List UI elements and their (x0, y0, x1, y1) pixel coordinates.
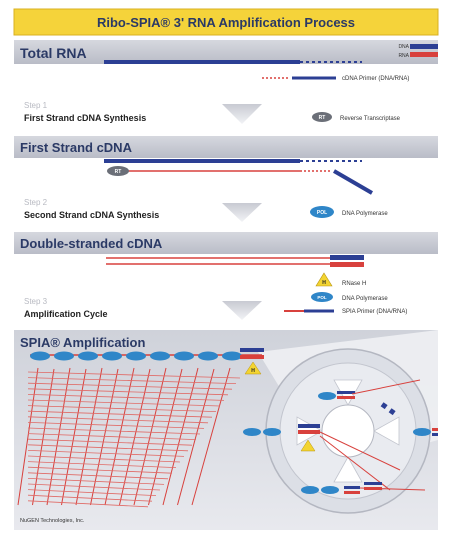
polymerase-icon (30, 351, 50, 361)
polymerase-2-badge: POL (317, 295, 327, 300)
amplicon-strand (27, 405, 217, 412)
legend-dna-swatch (410, 44, 438, 49)
page-title: Ribo-SPIA® 3' RNA Amplification Process (97, 15, 355, 30)
first-strand-primer-tail (332, 169, 374, 195)
amplicon-fan (17, 367, 241, 508)
polymerase-icon (126, 351, 146, 361)
amplicon-strand (27, 478, 165, 485)
amplicon-strand (27, 494, 153, 502)
polymerase-icon (174, 351, 194, 361)
rt-on-strand-badge: RT (115, 169, 122, 175)
spia-primer-label: SPIA Primer (DNA/RNA) (342, 309, 407, 315)
polymerase-icon (54, 351, 74, 361)
amplicon-strand (133, 367, 167, 506)
polymerase-2-icon (311, 292, 333, 302)
polymerase-label: DNA Polymerase (342, 211, 388, 217)
amplicon-strand (27, 466, 173, 474)
step-3-label: Step 3 (24, 297, 48, 306)
amplicon-strand (27, 394, 225, 401)
amplicon-strand (46, 367, 71, 506)
step-2-label: Step 2 (24, 198, 48, 207)
step-1-label: Step 1 (24, 101, 48, 110)
wheel-molecules (243, 379, 438, 494)
amplicon-strand (27, 410, 213, 418)
section-title-first-strand: First Strand cDNA (20, 140, 133, 155)
spia-template-end-bottom (240, 355, 264, 359)
step-1-arrow (222, 104, 262, 124)
legend-rna-swatch (410, 52, 438, 57)
amplicon-strand (61, 368, 87, 506)
polymerase-icon (222, 351, 242, 361)
rt-label: Reverse Transcriptase (340, 116, 401, 122)
amplicon-strand (191, 367, 231, 506)
amplicon-strand (27, 438, 193, 446)
amplicon-strand (27, 416, 209, 424)
rnase-icon (315, 272, 333, 287)
rt-on-strand-icon (107, 166, 129, 176)
rt-enzyme-icon (312, 112, 332, 122)
rnase-active-icon (244, 361, 262, 375)
step-2-arrow (222, 203, 262, 222)
step-1-name: First Strand cDNA Synthesis (24, 113, 146, 123)
step-2-name: Second Strand cDNA Synthesis (24, 210, 159, 220)
amplicon-strand (17, 367, 39, 506)
amplicon-strand (148, 368, 183, 506)
section-title-spia: SPIA® Amplification (20, 335, 145, 350)
amplicon-strand (27, 371, 241, 379)
amplicon-strand (27, 444, 189, 452)
polymerase-row (30, 351, 242, 361)
amplicon-strand (27, 382, 233, 390)
step-3-name: Amplification Cycle (24, 309, 108, 319)
amplicon-strand (27, 472, 169, 480)
rnase-active-badge: H (251, 368, 255, 374)
band-double-stranded (14, 232, 438, 254)
rt-enzyme-badge: RT (319, 115, 326, 121)
polymerase-icon (102, 351, 122, 361)
amplicon-strand (27, 433, 197, 440)
amplicon-strand (27, 500, 149, 508)
polymerase-icon (310, 206, 334, 218)
polymerase-icon (150, 351, 170, 361)
ds-top-end (330, 255, 364, 260)
legend-rna-label: RNA (398, 53, 409, 59)
section-title-total-rna: Total RNA (20, 45, 87, 61)
polymerase-2-label: DNA Polymerase (342, 296, 388, 302)
amplicon-strand (27, 461, 177, 468)
polymerase-badge: POL (317, 210, 327, 216)
amplicon-strand (27, 483, 161, 491)
polymerase-icon (198, 351, 218, 361)
footer-credit: NuGEN Technologies, Inc. (20, 518, 85, 524)
band-first-strand (14, 136, 438, 158)
step-3-arrow (222, 301, 262, 320)
title-bar (13, 8, 439, 36)
primer-label: cDNA Primer (DNA/RNA) (342, 76, 409, 82)
amplicon-strand (162, 367, 199, 506)
amplicon-strand (27, 399, 221, 407)
amplicon-strand (27, 377, 237, 384)
amplicon-strand (32, 368, 55, 506)
amplicon-strand (27, 422, 205, 429)
ds-bottom-end (330, 262, 364, 267)
amplicon-strand (27, 388, 229, 396)
amplicon-strand (27, 455, 181, 463)
spia-template-end-top (240, 348, 264, 352)
legend-dna-label: DNA (398, 44, 409, 50)
polymerase-icon (78, 351, 98, 361)
amplicon-strand (27, 489, 157, 496)
section-title-double-stranded: Double-stranded cDNA (20, 236, 163, 251)
amplicon-strand (27, 427, 201, 435)
amplicon-strand (27, 450, 185, 457)
rnase-label: RNase H (342, 281, 366, 287)
amplicon-strand (177, 368, 215, 506)
rnase-badge: H (322, 280, 326, 286)
